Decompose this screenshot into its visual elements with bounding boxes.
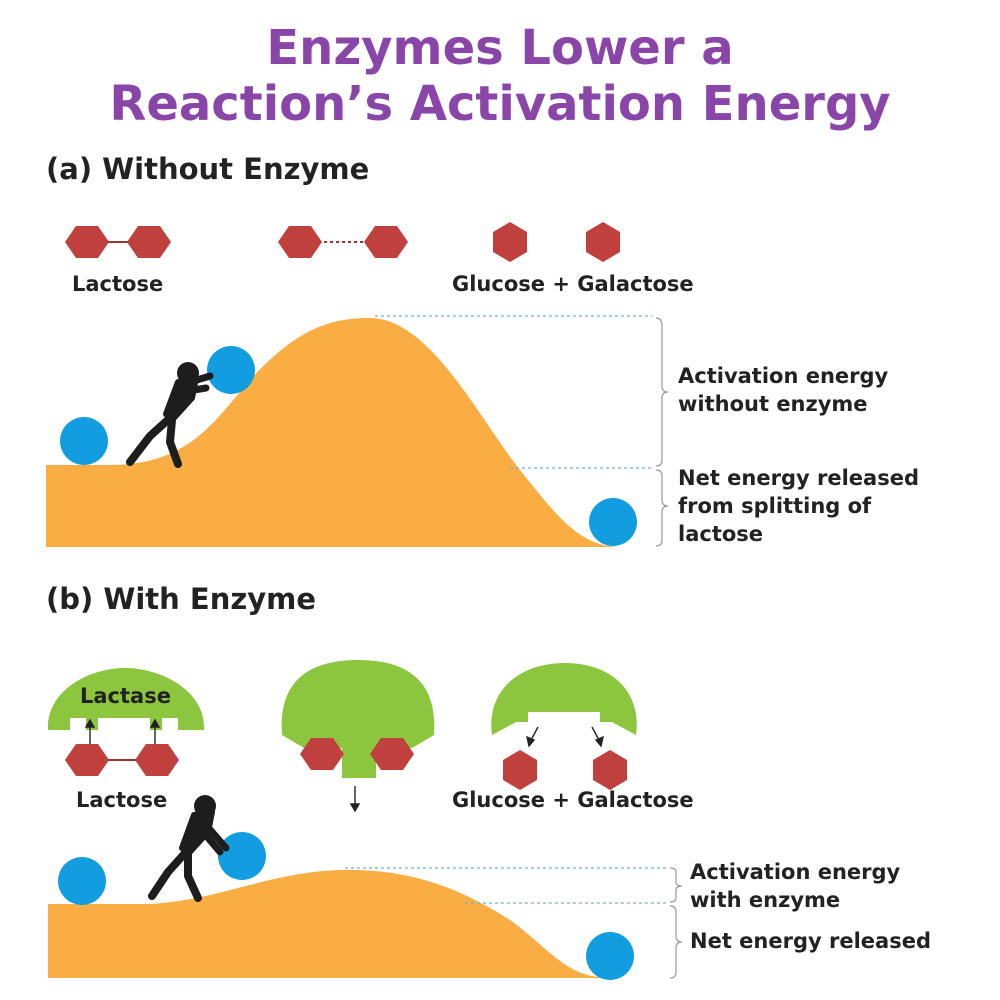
title-line-1: Enzymes Lower a: [266, 20, 734, 76]
net-note-b-line1: Net energy released: [690, 929, 931, 953]
activation-note-a-line2: without enzyme: [678, 392, 868, 416]
activation-note-a-line1: Activation energy: [678, 364, 889, 388]
person-pushing-icon-a: [126, 362, 214, 468]
energy-hill-a: [46, 318, 620, 547]
lactose-label-a: Lactose: [72, 272, 164, 296]
glucose-galactose-molecules-a: [493, 222, 620, 262]
lactase-enzyme-2: [281, 660, 435, 778]
brace-activation-a: [655, 317, 669, 467]
section-a-heading: (a) Without Enzyme: [46, 152, 370, 186]
activation-note-b-line1: Activation energy: [690, 860, 901, 884]
section-b-heading: (b) With Enzyme: [46, 582, 317, 616]
lactose-molecule-b: [65, 744, 179, 776]
person-pushing-icon-b: [148, 795, 230, 902]
brace-activation-b: [669, 867, 683, 903]
brace-net-b: [669, 905, 683, 979]
ball-end-b: [586, 932, 634, 980]
activation-note-a: Activation energy without enzyme: [678, 362, 888, 418]
enzyme-label: Lactase: [80, 684, 171, 708]
ball-pushed-a: [207, 346, 255, 394]
lactase-enzyme-3: [491, 663, 637, 735]
breaking-lactose-molecule-a: [278, 226, 408, 258]
energy-hill-b: [48, 869, 600, 978]
net-note-a-line2: from splitting of: [678, 494, 872, 518]
title-line-2: Reaction’s Activation Energy: [109, 76, 891, 132]
activation-note-b-line2: with enzyme: [690, 888, 841, 912]
arrow-down-b2: [349, 786, 361, 813]
arrows-out-b3: [526, 726, 604, 748]
net-note-b: Net energy released: [690, 927, 931, 955]
net-note-a-line1: Net energy released: [678, 466, 919, 490]
ball-start-a: [60, 417, 108, 465]
products-label-b: Glucose + Galactose: [452, 788, 694, 812]
lactose-label-b: Lactose: [76, 788, 168, 812]
arrows-up-b1: [84, 718, 161, 745]
net-note-a-line3: lactose: [678, 522, 764, 546]
glucose-galactose-molecules-b: [503, 750, 627, 790]
ball-pushed-b: [218, 832, 266, 880]
lactose-molecule-a: [65, 226, 171, 258]
brace-net-a: [655, 469, 669, 547]
activation-note-b: Activation energy with enzyme: [690, 858, 900, 914]
ball-end-a: [589, 498, 637, 546]
products-label-a: Glucose + Galactose: [452, 272, 694, 296]
lactase-enzyme-1: [47, 668, 205, 730]
net-note-a: Net energy released from splitting of la…: [678, 464, 919, 548]
ball-start-b: [58, 857, 106, 905]
